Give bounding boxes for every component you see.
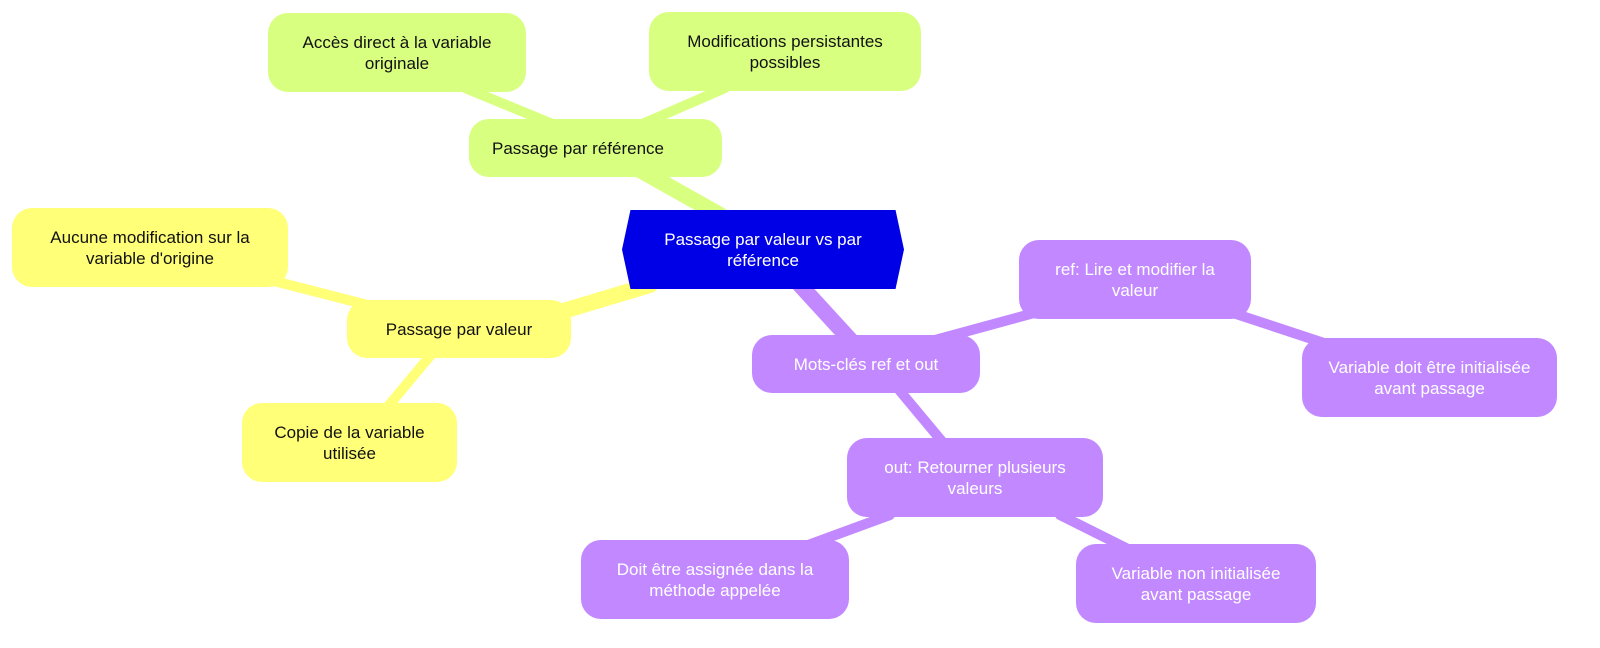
node-acces-direct: Accès direct à la variable originale — [268, 13, 526, 92]
edge-keywords-out — [890, 380, 950, 450]
node-ref: ref: Lire et modifier la valeur — [1019, 240, 1251, 319]
node-assignee-methode: Doit être assignée dans la méthode appel… — [581, 540, 849, 619]
node-out-label: out: Retourner plusieurs valeurs — [884, 457, 1066, 498]
node-keywords-label: Mots-clés ref et out — [793, 354, 939, 374]
node-modifications-persistantes-label: Modifications persistantes possibles — [687, 31, 883, 72]
node-copie-variable-label: Copie de la variable utilisée — [274, 422, 425, 463]
node-reference: Passage par référence — [469, 119, 722, 177]
node-keywords: Mots-clés ref et out — [752, 335, 980, 393]
edge-value-copie — [380, 345, 440, 415]
node-initialisee-avant: Variable doit être initialisée avant pas… — [1302, 338, 1557, 417]
root-node-label: Passage par valeur vs par référence — [664, 229, 862, 270]
edge-root-reference — [632, 162, 728, 223]
node-ref-label: ref: Lire et modifier la valeur — [1055, 259, 1215, 300]
node-aucune-modification-label: Aucune modification sur la variable d'or… — [50, 227, 250, 268]
node-non-initialisee-label: Variable non initialisée avant passage — [1111, 563, 1281, 604]
node-copie-variable: Copie de la variable utilisée — [242, 403, 457, 482]
edge-reference-acces — [460, 83, 560, 130]
node-reference-label: Passage par référence — [492, 138, 664, 158]
root-node: Passage par valeur vs par référence — [622, 210, 904, 289]
edge-reference-modifications — [635, 83, 730, 130]
node-aucune-modification: Aucune modification sur la variable d'or… — [12, 208, 288, 287]
node-non-initialisee: Variable non initialisée avant passage — [1076, 544, 1316, 623]
node-acces-direct-label: Accès direct à la variable originale — [302, 32, 492, 73]
node-out: out: Retourner plusieurs valeurs — [847, 438, 1103, 517]
node-assignee-methode-label: Doit être assignée dans la méthode appel… — [616, 559, 814, 600]
node-value: Passage par valeur — [347, 300, 571, 358]
node-initialisee-avant-label: Variable doit être initialisée avant pas… — [1328, 357, 1531, 398]
node-value-label: Passage par valeur — [385, 319, 533, 339]
node-modifications-persistantes: Modifications persistantes possibles — [649, 12, 921, 91]
